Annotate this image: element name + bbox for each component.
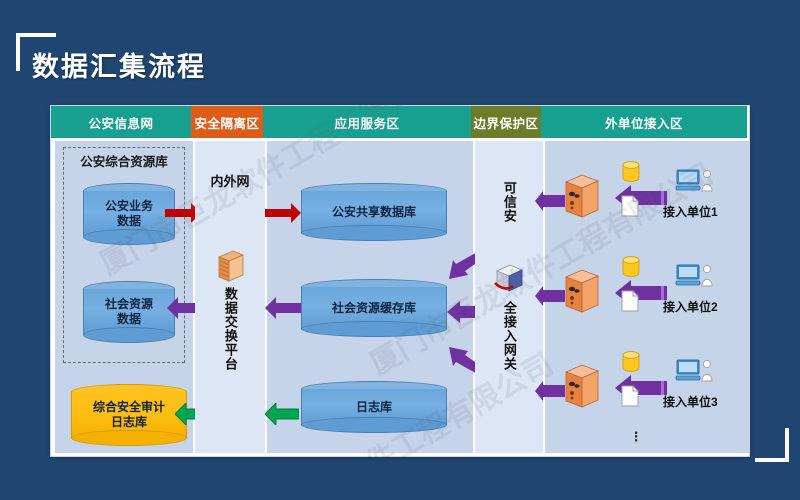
cylinder-bottom	[83, 229, 175, 245]
db-label: 综合安全审计 日志库	[92, 400, 165, 429]
exchange-label-ch-1: 内外网	[210, 174, 250, 189]
exchange-label-ch-2: 数据交换平台	[222, 287, 238, 371]
zone-column-secure-isolation: 内外网 数据交换平台	[195, 141, 265, 453]
workstation-user-icon-unit-2	[675, 262, 715, 297]
db-audit-log[interactable]: 综合安全审计 日志库	[71, 384, 187, 446]
exchange-platform-label-top: 内外网	[195, 175, 265, 189]
database-cylinder-icon-unit-2	[621, 256, 641, 283]
access-unit-label-2: 接入单位2	[663, 300, 718, 314]
arrow-cache-to-exchange	[265, 297, 301, 319]
access-unit-row-2: 接入单位2	[535, 246, 749, 338]
zone-body: 公安综合资源库 公安业务 数据 社会资源 数据 综合安全审计 日志库	[51, 138, 749, 456]
arrow-exchange-to-social	[167, 297, 203, 319]
server-icon-unit-3[interactable]	[563, 363, 601, 414]
zone-header-secure-isolation[interactable]: 安全隔离区	[191, 106, 263, 138]
db-label: 公安共享数据库	[331, 204, 416, 219]
database-cylinder-icon-unit-3	[621, 351, 641, 378]
arrow-exchange-to-shared	[265, 203, 301, 223]
server-icon-unit-2[interactable]	[563, 268, 601, 319]
workstation-user-icon-unit-3	[675, 357, 715, 392]
db-label: 公安业务 数据	[104, 199, 153, 228]
exchange-platform-label-bottom: 数据交换平台	[195, 287, 265, 371]
zone-column-border-protect: 可信安 全接入网关	[475, 141, 543, 453]
db-label: 日志库	[355, 399, 392, 414]
gateway-label-ch-1: 可信安	[501, 181, 517, 223]
cylinder-bottom	[83, 327, 175, 343]
database-cylinder-icon-unit-1	[621, 161, 641, 188]
more-units-indicator: ⋮	[629, 429, 643, 444]
db-social-cache[interactable]: 社会资源缓存库	[301, 279, 447, 337]
cylinder-bottom	[301, 225, 447, 241]
cylinder-bottom	[301, 321, 447, 337]
page-title: 数据汇集流程	[32, 52, 206, 82]
document-icon-unit-3	[621, 385, 639, 412]
workstation-user-icon-unit-1	[675, 167, 715, 202]
db-police-business-data[interactable]: 公安业务 数据	[83, 183, 175, 245]
resource-group-box	[63, 147, 185, 363]
data-collection-flow-diagram: 公安信息网 安全隔离区 应用服务区 边界保护区 外单位接入区 公安综合资源库 公…	[50, 105, 750, 457]
zone-header-border-protect[interactable]: 边界保护区	[471, 106, 541, 138]
db-log[interactable]: 日志库	[301, 381, 447, 433]
arrow-business-to-exchange	[165, 203, 201, 223]
zone-column-app-service: 公安共享数据库 社会资源缓存库 日志库	[265, 141, 487, 453]
access-unit-label-1: 接入单位1	[663, 205, 718, 219]
db-social-resource-data[interactable]: 社会资源 数据	[83, 281, 175, 343]
gateway-label-ch-2: 全接入网关	[501, 301, 517, 371]
slide-corner-top-left	[16, 33, 56, 71]
cylinder-bottom	[71, 430, 187, 446]
arrow-log-to-exchange	[265, 403, 299, 425]
gateway-device-icon	[492, 261, 526, 300]
access-unit-label-3: 接入单位3	[663, 395, 718, 409]
document-icon-unit-2	[621, 290, 639, 317]
arrow-server-2-to-gateway	[535, 286, 565, 306]
gateway-label-bottom: 全接入网关	[475, 301, 543, 371]
access-unit-row-3: 接入单位3	[535, 341, 749, 433]
db-police-shared[interactable]: 公安共享数据库	[301, 183, 447, 241]
server-stack-icon	[215, 249, 245, 288]
access-unit-row-1: 接入单位1	[535, 151, 749, 243]
zone-header-app-service[interactable]: 应用服务区	[263, 106, 471, 138]
cylinder-bottom	[301, 417, 447, 433]
arrow-server-3-to-gateway	[535, 381, 565, 401]
resource-group-label: 公安综合资源库	[80, 155, 168, 169]
zone-header-bar: 公安信息网 安全隔离区 应用服务区 边界保护区 外单位接入区	[51, 106, 749, 138]
zone-header-external-access[interactable]: 外单位接入区	[541, 106, 747, 138]
slide-corner-bottom-right	[755, 428, 789, 462]
db-label: 社会资源 数据	[104, 297, 153, 326]
db-label: 社会资源缓存库	[331, 300, 416, 315]
zone-column-police-info-net: 公安综合资源库 公安业务 数据 社会资源 数据 综合安全审计 日志库	[55, 141, 209, 453]
arrow-server-1-to-gateway	[535, 191, 565, 211]
zone-header-police-info-net[interactable]: 公安信息网	[51, 106, 191, 138]
gateway-label-top: 可信安	[475, 181, 543, 223]
zone-column-external-access: 接入单位1	[535, 141, 749, 453]
server-icon-unit-1[interactable]	[563, 173, 601, 224]
document-icon-unit-1	[621, 195, 639, 222]
